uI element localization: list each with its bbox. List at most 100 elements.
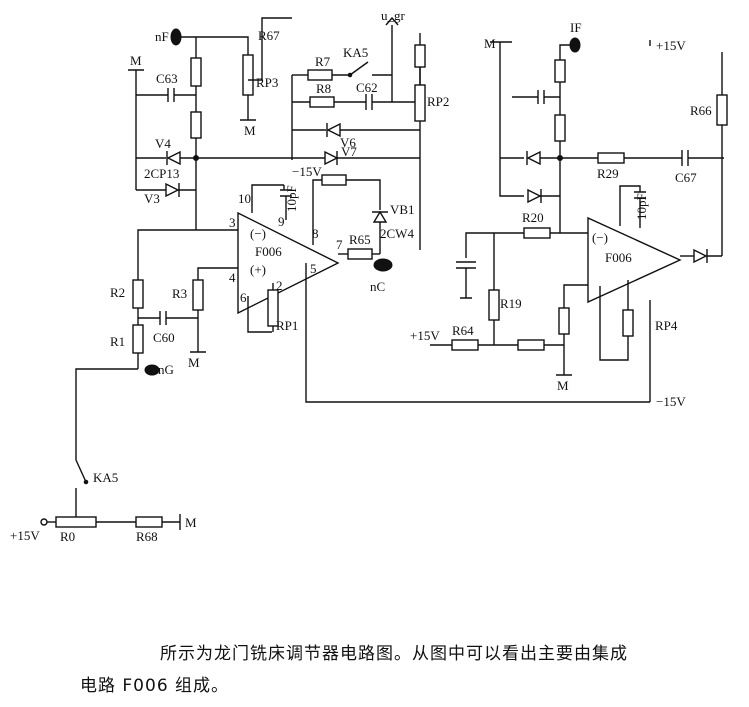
vb1-zener	[372, 210, 388, 223]
v6-label: V6	[340, 135, 356, 150]
m-right-bottom-label: M	[557, 378, 569, 393]
pin-8-label: 8	[312, 226, 319, 241]
r20-resistor	[523, 227, 551, 239]
ng-terminal	[144, 364, 160, 376]
pin-2-label: 2	[276, 278, 283, 293]
caption: 所示为龙门铣床调节器电路图。从图中可以看出主要由集成 电路 F006 组成。	[80, 638, 740, 702]
r65-label: R65	[349, 232, 371, 247]
vb1-label: VB1	[390, 202, 415, 217]
caption-line-1: 所示为龙门铣床调节器电路图。从图中可以看出主要由集成	[160, 644, 628, 664]
plus15v-mid-label: +15V	[410, 328, 440, 343]
r68-label: R68	[136, 529, 158, 544]
pin-5-label: 5	[310, 261, 317, 276]
plus15v-bottom-terminal	[40, 518, 48, 526]
r8-label: R8	[316, 81, 331, 96]
plus15v-bottom-label: +15V	[10, 528, 40, 543]
r-right-top	[554, 59, 566, 83]
rp2-upper	[414, 44, 426, 68]
rp1-label: RP1	[276, 318, 298, 333]
m-r68-label: M	[185, 515, 197, 530]
r0-label: R0	[60, 529, 75, 544]
c60-label: C60	[153, 330, 175, 345]
left-opamp	[237, 211, 340, 315]
2cp13-label: 2CP13	[144, 166, 179, 181]
regulator-schematic: (−) (+) F006 3 4 10 9 8 7 5 6 2 10pF RP1…	[10, 8, 728, 544]
c67-label: C67	[675, 170, 697, 185]
r67-resistor	[242, 54, 254, 96]
ng-label: nG	[158, 362, 174, 377]
left-opamp-plus-label: (+)	[250, 262, 266, 277]
r64-label: R64	[452, 323, 474, 338]
r8-resistor	[309, 96, 335, 108]
v7-diode	[324, 150, 339, 166]
nc-label: nC	[370, 279, 385, 294]
r-right-mid	[554, 114, 566, 142]
v3-diode	[165, 182, 180, 198]
right-opamp-name: F006	[605, 250, 632, 265]
r66-label: R66	[690, 103, 712, 118]
rp4-label: RP4	[655, 318, 678, 333]
v4-diode	[166, 150, 181, 166]
left-opamp-name: F006	[255, 244, 282, 259]
r64-resistor	[451, 339, 479, 351]
r1-resistor	[132, 324, 144, 354]
right-minus15v-label: −15V	[656, 394, 686, 409]
right-opamp	[587, 216, 682, 304]
m-rp3-label: M	[244, 123, 256, 138]
r3-resistor	[192, 279, 204, 311]
r2-label: R2	[110, 285, 125, 300]
right-output-diode	[693, 248, 708, 264]
r68-resistor	[135, 516, 163, 528]
r65-resistor	[347, 248, 373, 260]
r19-label: R19	[500, 296, 522, 311]
r-bottom-right	[517, 339, 545, 351]
right-diode-lower	[527, 188, 542, 204]
2cw4-label: 2CW4	[380, 226, 414, 241]
r1-label: R1	[110, 334, 125, 349]
left-opamp-minus-label: (−)	[250, 226, 266, 241]
v7-label: V7	[341, 144, 357, 159]
v6-diode	[326, 122, 341, 138]
pin-7-label: 7	[336, 237, 343, 252]
ka5-bottom-label: KA5	[93, 470, 118, 485]
c63-label: C63	[156, 71, 178, 86]
right-diode-upper	[526, 150, 541, 166]
r-top-left	[190, 57, 202, 87]
rp2-resistor	[414, 84, 426, 122]
left-minus15v-label: −15V	[292, 164, 322, 179]
nc-terminal	[373, 258, 393, 272]
pin-3-label: 3	[229, 215, 236, 230]
nf-terminal	[170, 28, 182, 46]
pin-9-label: 9	[278, 214, 285, 229]
r67-label: R67	[258, 28, 280, 43]
rp2-label: RP2	[427, 94, 449, 109]
uref-label: u_gr	[381, 8, 406, 23]
r-plus-input	[558, 307, 570, 335]
c62-label: C62	[356, 80, 378, 95]
pin-6-label: 6	[240, 290, 247, 305]
rp4-resistor	[622, 309, 634, 337]
m-c63-label: M	[130, 53, 142, 68]
minus15v-resistor	[321, 174, 347, 186]
r3-label: R3	[172, 286, 187, 301]
ka5-top-label: KA5	[343, 45, 368, 60]
m-right-top-label: M	[484, 36, 496, 51]
r66-resistor	[716, 94, 728, 126]
left-10pF-label: 10pF	[284, 185, 299, 212]
m-r3-label: M	[188, 355, 200, 370]
r0-resistor	[55, 516, 97, 528]
nf-label: nF	[155, 29, 169, 44]
pin-4-label: 4	[229, 270, 236, 285]
right-opamp-minus-label: (−)	[592, 230, 608, 245]
r29-label: R29	[597, 166, 619, 181]
r19-resistor	[488, 289, 500, 321]
if-label: IF	[570, 20, 582, 35]
caption-line-2: 电路 F006 组成。	[80, 676, 230, 696]
r29-resistor	[597, 152, 625, 164]
v4-label: V4	[155, 136, 171, 151]
if-terminal	[569, 37, 581, 53]
r20-label: R20	[522, 210, 544, 225]
pin-10-label: 10	[238, 191, 251, 206]
plus15v-top-label: +15V	[656, 38, 686, 53]
r2-resistor	[132, 279, 144, 309]
